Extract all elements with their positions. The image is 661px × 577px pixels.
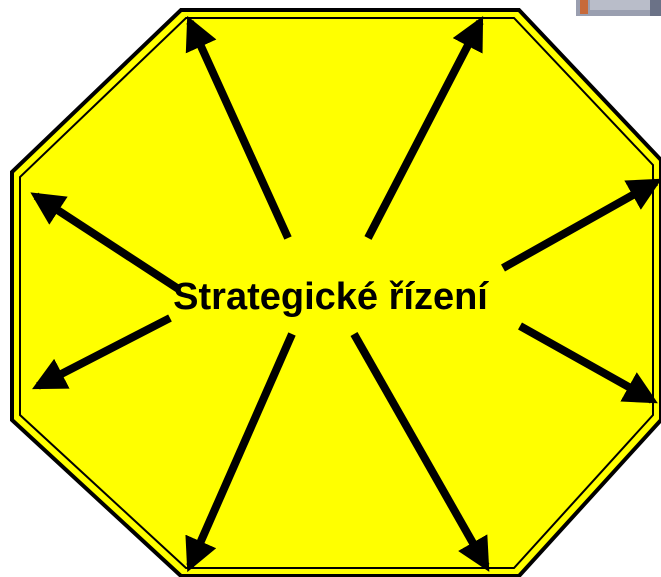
corner-photo — [576, 0, 661, 16]
center-label: Strategické řízení — [0, 273, 661, 321]
